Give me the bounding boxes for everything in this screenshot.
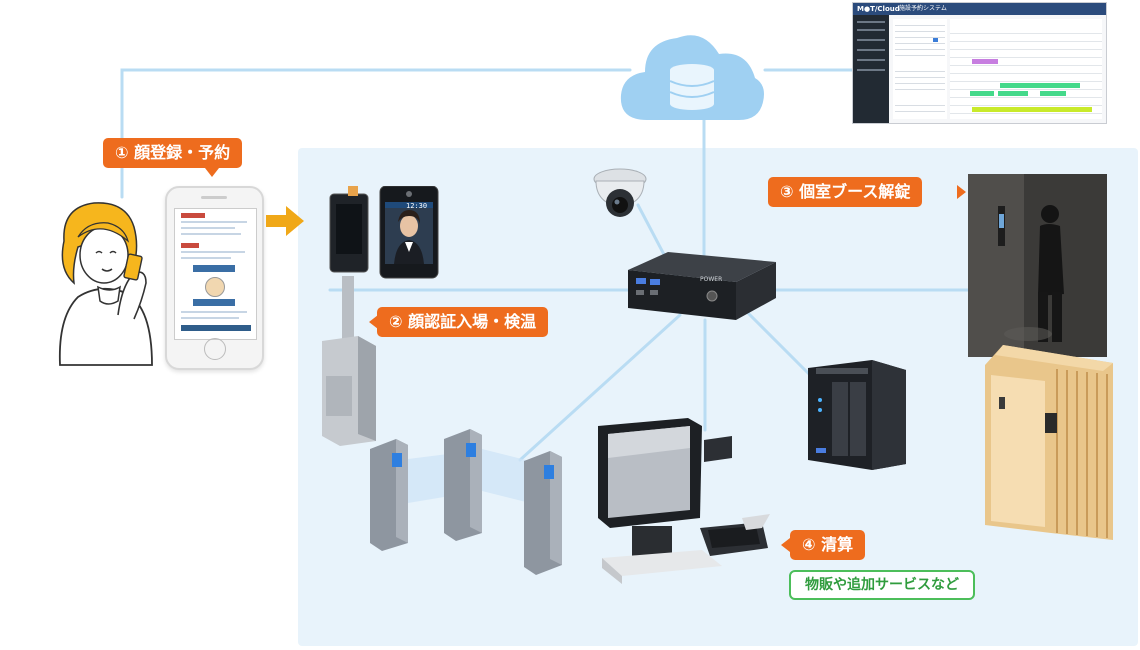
wire-router-to-gate [518, 313, 682, 462]
dashboard-calendar [893, 19, 947, 119]
step3-badge-tail [957, 185, 966, 199]
edge-mini-pc [628, 252, 776, 326]
step4-label: ④ 清算 [802, 535, 854, 554]
booth-entrance-photo [968, 174, 1107, 357]
step4-badge: ④ 清算 [790, 530, 866, 560]
step2-label: ② 顔認証入場・検温 [389, 312, 537, 331]
step2-badge: ② 顔認証入場・検温 [377, 307, 549, 337]
step3-badge: ③ 個室ブース解錠 [768, 177, 923, 207]
phone-home-button [204, 338, 226, 360]
thermal-terminal-clock: 12:30 [406, 202, 428, 210]
step1-badge-tail [205, 168, 219, 177]
dashboard-app-name: 施設予約システム [899, 5, 947, 12]
step1-badge: ① 顔登録・予約 [103, 138, 243, 168]
private-booth-unit [985, 345, 1113, 544]
phone-screen [174, 208, 257, 340]
dashboard-schedule-grid [950, 19, 1102, 119]
user-with-smartphone-illustration [48, 197, 158, 371]
reservation-dashboard-screenshot: M●T/Cloud 施設予約システム [852, 2, 1107, 124]
dashboard-header: M●T/Cloud 施設予約システム [853, 3, 1106, 15]
wire-cloud-to-user [120, 68, 632, 199]
flap-barrier-gates [368, 425, 578, 584]
wire-router-to-nas [743, 308, 817, 382]
dashboard-sidebar [853, 15, 889, 123]
mini-pc-power-label: POWER [700, 276, 723, 283]
step1-label: ① 顔登録・予約 [115, 143, 231, 162]
dashboard-brand: M●T/Cloud [857, 5, 900, 13]
step3-label: ③ 個室ブース解錠 [780, 182, 911, 201]
phone-speaker [201, 196, 227, 199]
pos-payment-kiosk [592, 418, 782, 592]
step4-badge-tail [781, 538, 790, 552]
face-recognition-thermal-terminal [318, 185, 448, 455]
step4-note-label: 物販や追加サービスなど [805, 577, 959, 593]
smartphone-reservation-screen [165, 186, 264, 370]
nas-storage-server [808, 360, 906, 474]
dome-security-camera [590, 165, 650, 229]
cloud-database-icon [617, 20, 767, 129]
step4-note-badge: 物販や追加サービスなど [789, 570, 975, 600]
step2-badge-tail [369, 315, 378, 329]
flow-arrow-icon [266, 206, 304, 240]
